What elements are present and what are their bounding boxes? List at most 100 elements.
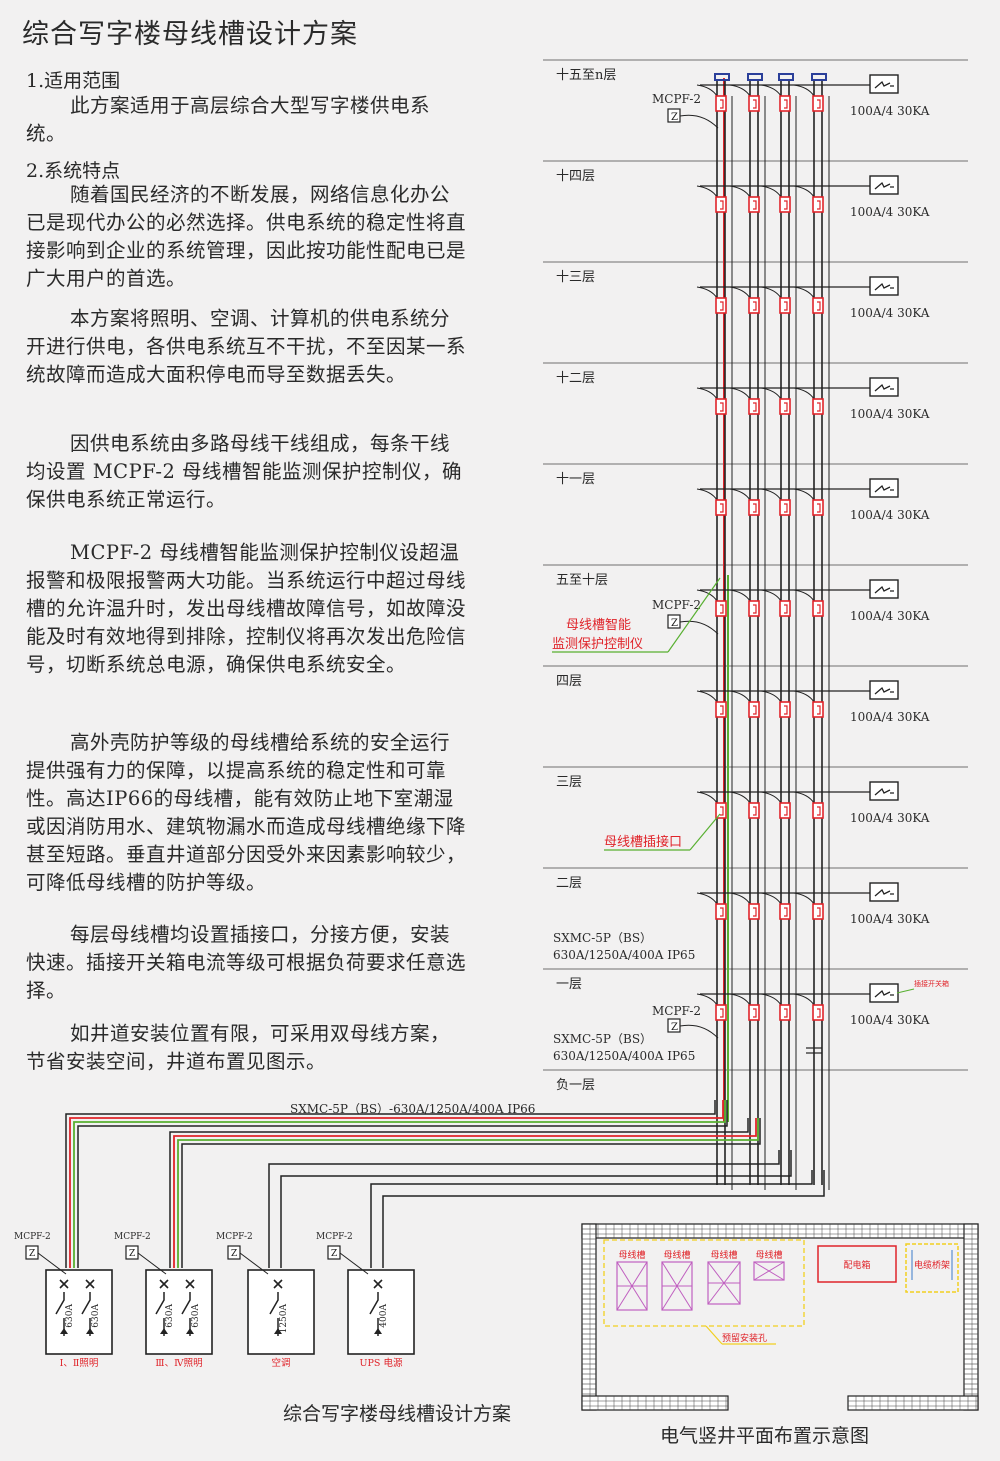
arrow-up-icon <box>160 1328 168 1334</box>
panel-monitor-lead <box>339 1252 369 1275</box>
branch-arc <box>696 185 718 198</box>
paragraph-feature-6: 每层母线槽均设置插接口，分接方便，安装快速。插接开关箱电流等级可根据负荷要求任意… <box>26 923 467 1002</box>
shaft-wall-top <box>581 1223 979 1239</box>
branch-arc <box>760 488 782 501</box>
plug-box-mark <box>784 301 788 311</box>
branch-arc <box>696 84 718 97</box>
tap-box-rating: 100A/4 30KA <box>850 811 930 825</box>
plan-cable-tray-rail <box>911 1250 953 1280</box>
caption-system: 综合写字楼母线槽设计方案 <box>283 1403 512 1425</box>
switch-symbol-icon <box>874 484 894 493</box>
branch-arc <box>760 185 782 198</box>
annotation-leader <box>896 988 915 994</box>
paragraph-feature-4: MCPF-2 母线槽智能监测保护控制仪设超温报警和极限报警两大功能。当系统运行中… <box>26 541 467 676</box>
monitor-symbol: Z <box>671 618 678 629</box>
plug-box <box>779 600 791 617</box>
plug-box <box>812 903 824 920</box>
riser-top-cap <box>778 73 794 81</box>
plug-box-mark <box>784 806 788 816</box>
branch-arc <box>760 892 782 905</box>
plug-box-mark <box>817 99 821 109</box>
busway-route-rail <box>77 1100 728 1268</box>
tap-box-rating: 100A/4 30KA <box>850 407 930 421</box>
panel-monitor-box <box>227 1245 241 1260</box>
annotation-monitor-line1: 母线槽智能 <box>566 618 631 633</box>
branch-arc <box>729 791 751 804</box>
busway-route-rail <box>382 1170 825 1268</box>
breaker-x-icon <box>273 1279 283 1289</box>
plug-box <box>748 701 760 718</box>
busway-spec-1b: 630A/1250A/400A IP65 <box>553 948 695 962</box>
switch-symbol-icon <box>874 989 894 998</box>
monitor-label: MCPF-2 <box>652 92 701 106</box>
section-heading-features: 2.系统特点 <box>26 160 121 182</box>
plug-box-mark <box>817 604 821 614</box>
shaft-wall-left <box>581 1223 597 1411</box>
floor-label: 一层 <box>556 977 582 992</box>
tap-switch-box <box>869 276 899 296</box>
panel-monitor-label: MCPF-2 <box>14 1232 51 1242</box>
caption-shaft-plan: 电气竖井平面布置示意图 <box>660 1425 870 1447</box>
page-title: 综合写字楼母线槽设计方案 <box>22 19 358 50</box>
plug-box <box>748 499 760 516</box>
busway-spec-1a: SXMC-5P（BS） <box>553 931 652 945</box>
plug-box <box>715 802 727 819</box>
breaker-rating: 630A <box>65 1304 75 1328</box>
monitor-symbol: Z <box>671 1022 678 1033</box>
plug-box-mark <box>720 705 724 715</box>
plug-box-mark <box>720 503 724 513</box>
branch-arc <box>729 488 751 501</box>
branch-arc <box>760 286 782 299</box>
plug-box-mark <box>753 806 757 816</box>
plug-box <box>715 600 727 617</box>
plan-dist-box-label: 配电箱 <box>843 1259 870 1271</box>
tap-switch-box <box>869 680 899 700</box>
busway-route-rail <box>280 1150 792 1268</box>
tap-box-rating: 100A/4 30KA <box>850 205 930 219</box>
breaker-rating: 630A <box>91 1304 101 1328</box>
paragraph-scope: 此方案适用于高层综合大型写字楼供电系统。 <box>26 94 431 145</box>
plan-cable-tray-label: 电缆桥架 <box>914 1259 950 1271</box>
section-heading-scope: 1.适用范围 <box>26 70 121 92</box>
plug-box <box>812 398 824 415</box>
branch-arc <box>729 84 751 97</box>
plug-box-mark <box>753 200 757 210</box>
plug-box-mark <box>817 301 821 311</box>
plug-box <box>779 196 791 213</box>
plan-cable-tray <box>905 1243 959 1293</box>
branch-arc <box>793 84 815 97</box>
tap-switch-box <box>869 579 899 599</box>
main-busway-label: SXMC-5P（BS）-630A/1250A/400A IP66 <box>290 1102 535 1116</box>
plug-box <box>812 499 824 516</box>
plan-dist-box <box>817 1245 897 1283</box>
riser-top-cap <box>811 73 827 81</box>
paragraph-feature-3: 因供电系统由多路母线干线组成，每条干线均设置 MCPF-2 母线槽智能监测保护控… <box>26 432 463 511</box>
plug-box <box>748 1004 760 1021</box>
branch-arc <box>729 690 751 703</box>
branch-arc <box>793 993 815 1006</box>
panel-label: UPS 电源 <box>360 1357 403 1369</box>
busway-route-rail <box>65 1100 716 1268</box>
busway-route-rail <box>268 1150 780 1268</box>
riser-top-cap <box>714 73 730 81</box>
panel-label: Ⅲ、Ⅳ照明 <box>155 1358 202 1369</box>
branch-arc <box>760 589 782 602</box>
branch-arc <box>793 690 815 703</box>
switch-symbol-icon <box>874 787 894 796</box>
breaker-x-icon <box>373 1279 383 1289</box>
monitor-label: MCPF-2 <box>652 598 701 612</box>
plug-box <box>715 297 727 314</box>
distribution-panel <box>145 1269 213 1355</box>
branch-arc <box>760 791 782 804</box>
distribution-panel <box>247 1269 315 1355</box>
switch-symbol-icon <box>874 888 894 897</box>
floor-label: 十三层 <box>556 270 595 285</box>
plug-box-mark <box>753 301 757 311</box>
plug-box <box>812 196 824 213</box>
plug-box <box>715 95 727 112</box>
arrow-up-icon <box>274 1328 282 1334</box>
arrow-up-icon <box>86 1328 94 1334</box>
branch-arc <box>760 993 782 1006</box>
plug-box-mark <box>817 705 821 715</box>
branch-arc <box>696 488 718 501</box>
